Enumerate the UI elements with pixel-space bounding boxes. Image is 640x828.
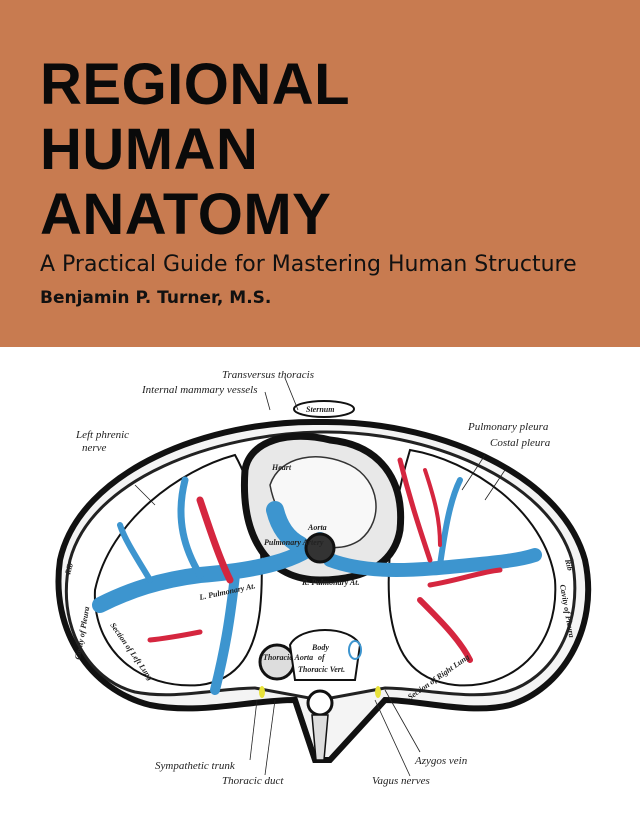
cover-header-band: REGIONAL HUMAN ANATOMY A Practical Guide… (0, 0, 640, 347)
leader-lines (134, 377, 506, 777)
title-line-3: ANATOMY (40, 182, 332, 247)
label-pulmonary-artery: Pulmonary Artery (264, 538, 324, 547)
label-thoracic-aorta: Thoracic Aorta (263, 653, 313, 662)
label-sympathetic-trunk: Sympathetic trunk (155, 760, 236, 772)
label-internal-mammary: Internal mammary vessels (141, 384, 257, 396)
label-of: of (318, 653, 326, 662)
pulmonary-veins (147, 457, 503, 663)
label-r-pulmonary: R. Pulmonary At. (301, 578, 360, 587)
label-rib-right: Rib (563, 557, 575, 571)
vertebral-body (288, 629, 362, 681)
title-line-2: HUMAN (40, 117, 259, 182)
pulmonary-arteries (92, 476, 542, 695)
sympathetic-ganglion-left (259, 686, 265, 698)
ascending-aorta (304, 532, 336, 564)
spinal-canal (306, 689, 334, 717)
label-transversus-thoracis: Transversus thoracis (222, 369, 314, 381)
author: Benjamin P. Turner, M.S. (40, 288, 272, 308)
label-rib-left: Rib (63, 562, 75, 576)
label-vagus-nerves: Vagus nerves (372, 775, 430, 787)
label-nerve: nerve (82, 442, 107, 454)
spinous-process (311, 714, 329, 761)
label-thoracic-vert: Thoracic Vert. (298, 665, 345, 674)
label-azygos-vein: Azygos vein (414, 755, 468, 767)
label-costal-pleura: Costal pleura (490, 437, 551, 449)
label-thoracic-duct: Thoracic duct (222, 775, 284, 787)
label-aorta: Aorta (307, 523, 327, 532)
label-left-phrenic: Left phrenic (75, 429, 129, 441)
thorax-cross-section-illustration: Transversus thoracis Internal mammary ve… (55, 369, 592, 787)
subtitle: A Practical Guide for Mastering Human St… (40, 252, 577, 277)
azygos-vein (348, 640, 362, 660)
label-pulmonary-pleura: Pulmonary pleura (467, 421, 549, 433)
title-line-1: REGIONAL (40, 52, 351, 117)
label-heart: Heart (271, 463, 292, 472)
sternum (293, 400, 355, 418)
label-sternum: Sternum (306, 405, 334, 414)
thoracic-aorta (258, 643, 296, 681)
sympathetic-ganglion-right (375, 686, 381, 698)
label-body: Body (311, 643, 329, 652)
